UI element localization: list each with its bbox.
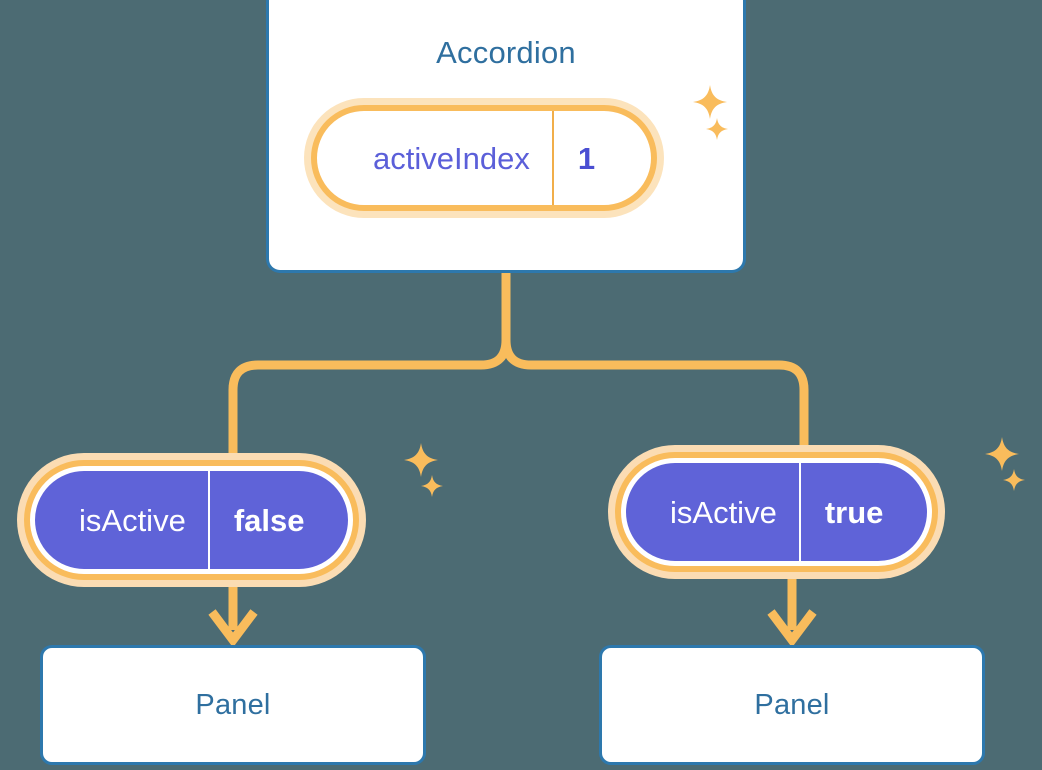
prop-key-label: isActive — [79, 502, 186, 538]
state-badge-active-index[interactable]: activeIndex 1 — [311, 105, 658, 211]
panel-title: Panel — [195, 688, 271, 721]
panel-component-card-right[interactable]: Panel — [599, 645, 985, 765]
prop-pill[interactable]: isActive true — [621, 458, 933, 566]
arrow-right-head — [767, 609, 817, 648]
prop-pill-divider — [798, 463, 801, 561]
prop-badge-is-active-false[interactable]: isActive false — [30, 466, 354, 574]
state-pill[interactable]: activeIndex 1 — [311, 105, 658, 211]
state-value-label: 1 — [577, 140, 596, 176]
sparkle-small-icon — [421, 475, 443, 497]
sparkle-large-icon — [404, 443, 438, 477]
prop-badge-is-active-true[interactable]: isActive true — [621, 458, 933, 566]
prop-pill[interactable]: isActive false — [30, 466, 354, 574]
arrow-left-head — [208, 609, 258, 648]
state-pill-divider — [551, 111, 554, 205]
panel-component-card-left[interactable]: Panel — [40, 645, 426, 765]
branch-right-connector — [501, 269, 809, 463]
branch-left-connector — [228, 269, 511, 471]
prop-pill-divider — [207, 471, 210, 569]
prop-key-label: isActive — [670, 494, 777, 530]
accordion-title: Accordion — [436, 35, 576, 70]
sparkle-small-icon — [1003, 469, 1025, 491]
prop-value-label: true — [824, 494, 884, 530]
state-key-label: activeIndex — [373, 140, 530, 176]
panel-title: Panel — [754, 688, 830, 721]
prop-value-label: false — [233, 502, 305, 538]
sparkle-large-icon — [985, 437, 1019, 471]
